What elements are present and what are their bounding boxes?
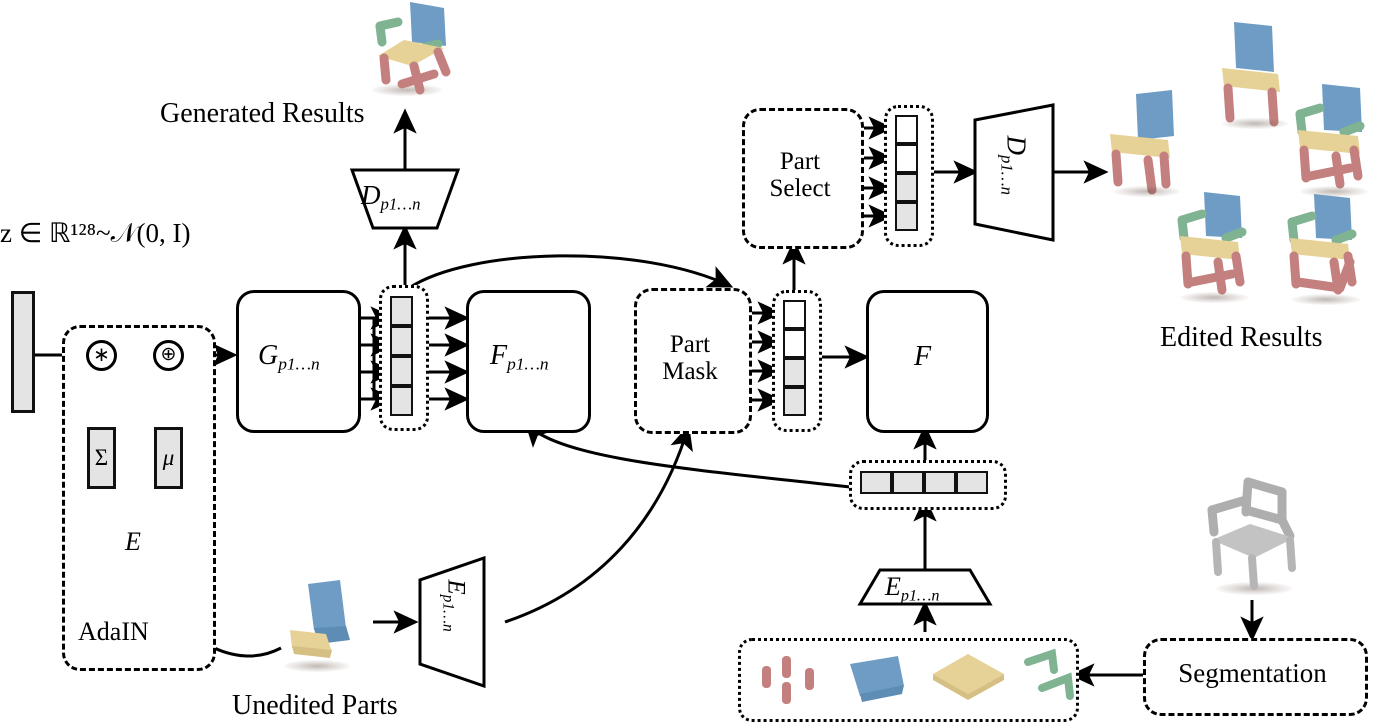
fusion-parts-block — [466, 290, 591, 433]
segmentation-block — [1143, 638, 1368, 716]
encoder-ep-left-label: Ep1…n — [438, 570, 469, 642]
edited-results-label: Edited Results — [1160, 322, 1323, 353]
part-select-label: Part Select — [742, 135, 858, 215]
edited-chair-pointcloud — [1278, 190, 1374, 306]
latent-label: z ∈ ℝ¹²⁸~𝒩(0, I) — [0, 218, 191, 248]
sigma-block: Σ — [87, 427, 116, 489]
mu-block: μ — [154, 427, 183, 489]
generator-block — [236, 290, 361, 433]
decoder-right-symbol: D — [1001, 135, 1032, 156]
part-select-stack-cell — [895, 173, 918, 202]
adain-label: AdaIN — [78, 617, 149, 646]
edited-chair-pointcloud — [1208, 18, 1300, 130]
part-back-pointcloud — [846, 652, 912, 706]
part-legs-pointcloud — [760, 648, 830, 708]
part-mask-line2: Mask — [662, 358, 718, 385]
generator-stack-cell — [390, 326, 413, 356]
fusion-parts-subscript: p1…n — [507, 354, 549, 374]
add-op: ⊕ — [153, 340, 184, 371]
edited-chair-pointcloud — [1102, 86, 1194, 198]
part-mask-block — [634, 288, 752, 434]
encoder-ep-bottom-subscript: p1…n — [900, 587, 940, 605]
edited-chair-shadow — [1114, 186, 1180, 197]
part-select-line2: Select — [769, 175, 831, 202]
unedited-parts-pointcloud — [280, 578, 372, 666]
edited-chair-pointcloud — [1288, 80, 1384, 196]
encoder-ep-bottom-symbol: E — [885, 572, 901, 601]
multiply-op: ∗ — [86, 340, 117, 371]
edited-chair-shadow — [1300, 186, 1368, 197]
part-mask-stack-cell — [783, 300, 806, 329]
part-mask-stack-cell — [783, 358, 806, 387]
encoder-ep-bottom-label: Ep1…n — [885, 572, 939, 605]
fusion-label: F — [914, 341, 932, 372]
encoder-E-label: E — [125, 527, 141, 556]
part-mask-label: Part Mask — [634, 318, 746, 398]
decoder-top-label: Dp1…n — [361, 180, 420, 215]
decoder-right-label: Dp1…n — [997, 129, 1032, 201]
part-arms-pointcloud — [1022, 648, 1084, 706]
part-mask-stack-cell — [783, 329, 806, 358]
generator-subscript: p1…n — [278, 354, 320, 374]
decoder-top-subscript: p1…n — [380, 194, 421, 214]
latent-vector-bar — [11, 291, 35, 413]
edited-chair-shadow — [1180, 292, 1248, 303]
generator-stack-cell — [390, 296, 413, 326]
generator-stack-cell — [390, 356, 413, 386]
encoder-ep-left-subscript: p1…n — [439, 594, 457, 632]
generated-chair-pointcloud — [360, 0, 464, 96]
unedited-parts-shadow — [284, 660, 350, 672]
edited-chair-shadow — [1222, 118, 1288, 129]
adain-container — [62, 325, 216, 671]
encoder-stack-cell — [924, 471, 956, 494]
fusion-block — [866, 290, 989, 433]
encoder-ep-left-symbol: E — [442, 579, 470, 595]
edited-chair-pointcloud — [1168, 188, 1264, 304]
part-select-stack-cell — [895, 202, 918, 231]
segmentation-label: Segmentation — [1178, 658, 1327, 689]
input-chair-pointcloud — [1198, 466, 1310, 592]
part-select-stack-cell — [895, 144, 918, 173]
encoder-stack-cell — [860, 471, 892, 494]
generator-label: Gp1…n — [258, 340, 320, 375]
part-select-line1: Part — [779, 148, 821, 175]
part-mask-stack-cell — [783, 387, 806, 416]
parts-strip-container — [738, 638, 1079, 722]
generated-chair-shadow — [372, 84, 442, 96]
generated-results-label: Generated Results — [160, 98, 365, 129]
fusion-parts-symbol: F — [490, 340, 508, 371]
fusion-parts-label: Fp1…n — [490, 340, 549, 375]
generator-stack-cell — [390, 386, 413, 416]
part-select-stack-cell — [895, 115, 918, 144]
generator-symbol: G — [258, 340, 279, 371]
part-seat-pointcloud — [930, 650, 1008, 706]
unedited-parts-label: Unedited Parts — [232, 690, 398, 721]
encoder-stack-cell — [892, 471, 924, 494]
part-select-block — [742, 108, 864, 249]
decoder-right-subscript: p1…n — [997, 155, 1017, 195]
part-mask-line1: Part — [669, 331, 711, 358]
decoder-top-symbol: D — [361, 180, 381, 210]
encoder-stack-cell — [956, 471, 988, 494]
edited-chair-shadow — [1292, 294, 1360, 305]
